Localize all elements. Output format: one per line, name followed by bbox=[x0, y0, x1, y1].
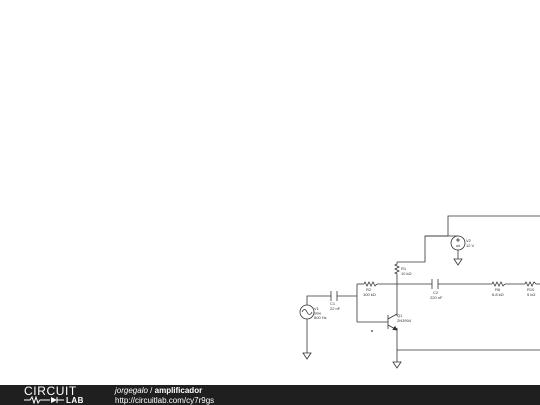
junction-dot bbox=[371, 330, 373, 332]
ground-q1 bbox=[392, 358, 402, 369]
logo-text-circuit: CIRCUIT bbox=[24, 384, 77, 398]
circuit-name[interactable]: amplificador bbox=[154, 386, 203, 395]
r2-value-label: 100 kΩ bbox=[363, 292, 376, 297]
resistor-r1 bbox=[394, 262, 400, 276]
r1-value-label: 10 kΩ bbox=[401, 271, 412, 276]
resistor-r6 bbox=[491, 281, 506, 287]
v1-name-label: V1 bbox=[314, 306, 320, 311]
capacitor-c2 bbox=[431, 279, 439, 289]
r6-value-label: 6.8 kΩ bbox=[492, 292, 504, 297]
dc-source-v2 bbox=[450, 235, 466, 251]
r10-value-label: 5 kΩ bbox=[527, 292, 535, 297]
q1-name-label: Q1 bbox=[397, 313, 403, 318]
c1-name-label: C1 bbox=[330, 301, 336, 306]
circuit-info: jorgegalo / amplificador http://circuitl… bbox=[115, 386, 214, 405]
circuit-schematic: V1 sine 800 Hz C1 22 nF R2 100 kΩ R1 10 … bbox=[299, 215, 540, 369]
r2-name-label: R2 bbox=[366, 287, 372, 292]
c1-value-label: 22 nF bbox=[330, 306, 341, 311]
v1-freq-label: 800 Hz bbox=[314, 315, 327, 320]
r6-name-label: R6 bbox=[495, 287, 501, 292]
c2-name-label: C2 bbox=[433, 290, 439, 295]
ground-v2 bbox=[453, 258, 463, 266]
r10-name-label: R10 bbox=[527, 287, 535, 292]
sine-source-v1 bbox=[299, 304, 315, 320]
logo-waveform-icon bbox=[24, 396, 64, 404]
r1-name-label: R1 bbox=[401, 266, 407, 271]
c2-value-label: 220 nF bbox=[430, 295, 443, 300]
q1-model-label: 2N3904 bbox=[397, 318, 412, 323]
footer-bar: CIRCUIT LAB jorgegalo / amplificador htt… bbox=[0, 385, 540, 405]
author-link[interactable]: jorgegalo bbox=[115, 386, 148, 395]
breadcrumb-separator: / bbox=[150, 386, 153, 395]
circuit-url-link[interactable]: http://circuitlab.com/cy7r9gs bbox=[115, 396, 215, 405]
ground-v1 bbox=[302, 352, 312, 360]
v2-name-label: V2 bbox=[466, 238, 472, 243]
v2-value-label: 12 V bbox=[466, 243, 475, 248]
logo-text-lab: LAB bbox=[66, 396, 84, 405]
resistor-r10 bbox=[524, 281, 537, 287]
v1-type-label: sine bbox=[314, 311, 322, 316]
circuitlab-logo[interactable]: CIRCUIT LAB bbox=[24, 385, 96, 405]
transistor-q1 bbox=[387, 313, 398, 331]
capacitor-c1 bbox=[330, 291, 338, 301]
resistor-r2 bbox=[363, 281, 378, 287]
wires bbox=[306, 215, 540, 358]
